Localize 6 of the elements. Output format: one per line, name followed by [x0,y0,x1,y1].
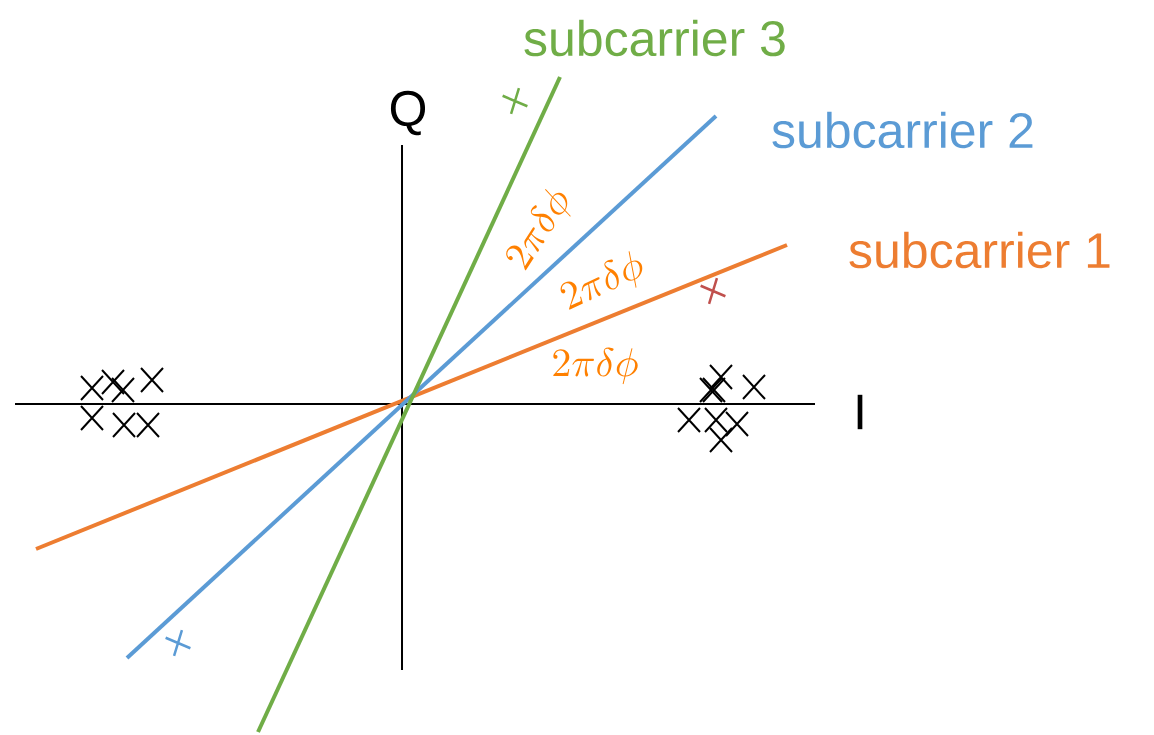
line-label: subcarrier 2 [772,111,1033,149]
angle-label: $2\pi\delta\phi$ [553,347,638,385]
axis-label: Q [390,90,426,136]
line-label: subcarrier 3 [524,19,785,57]
line-label: subcarrier 1 [849,231,1110,269]
axis-label: I [857,394,863,430]
